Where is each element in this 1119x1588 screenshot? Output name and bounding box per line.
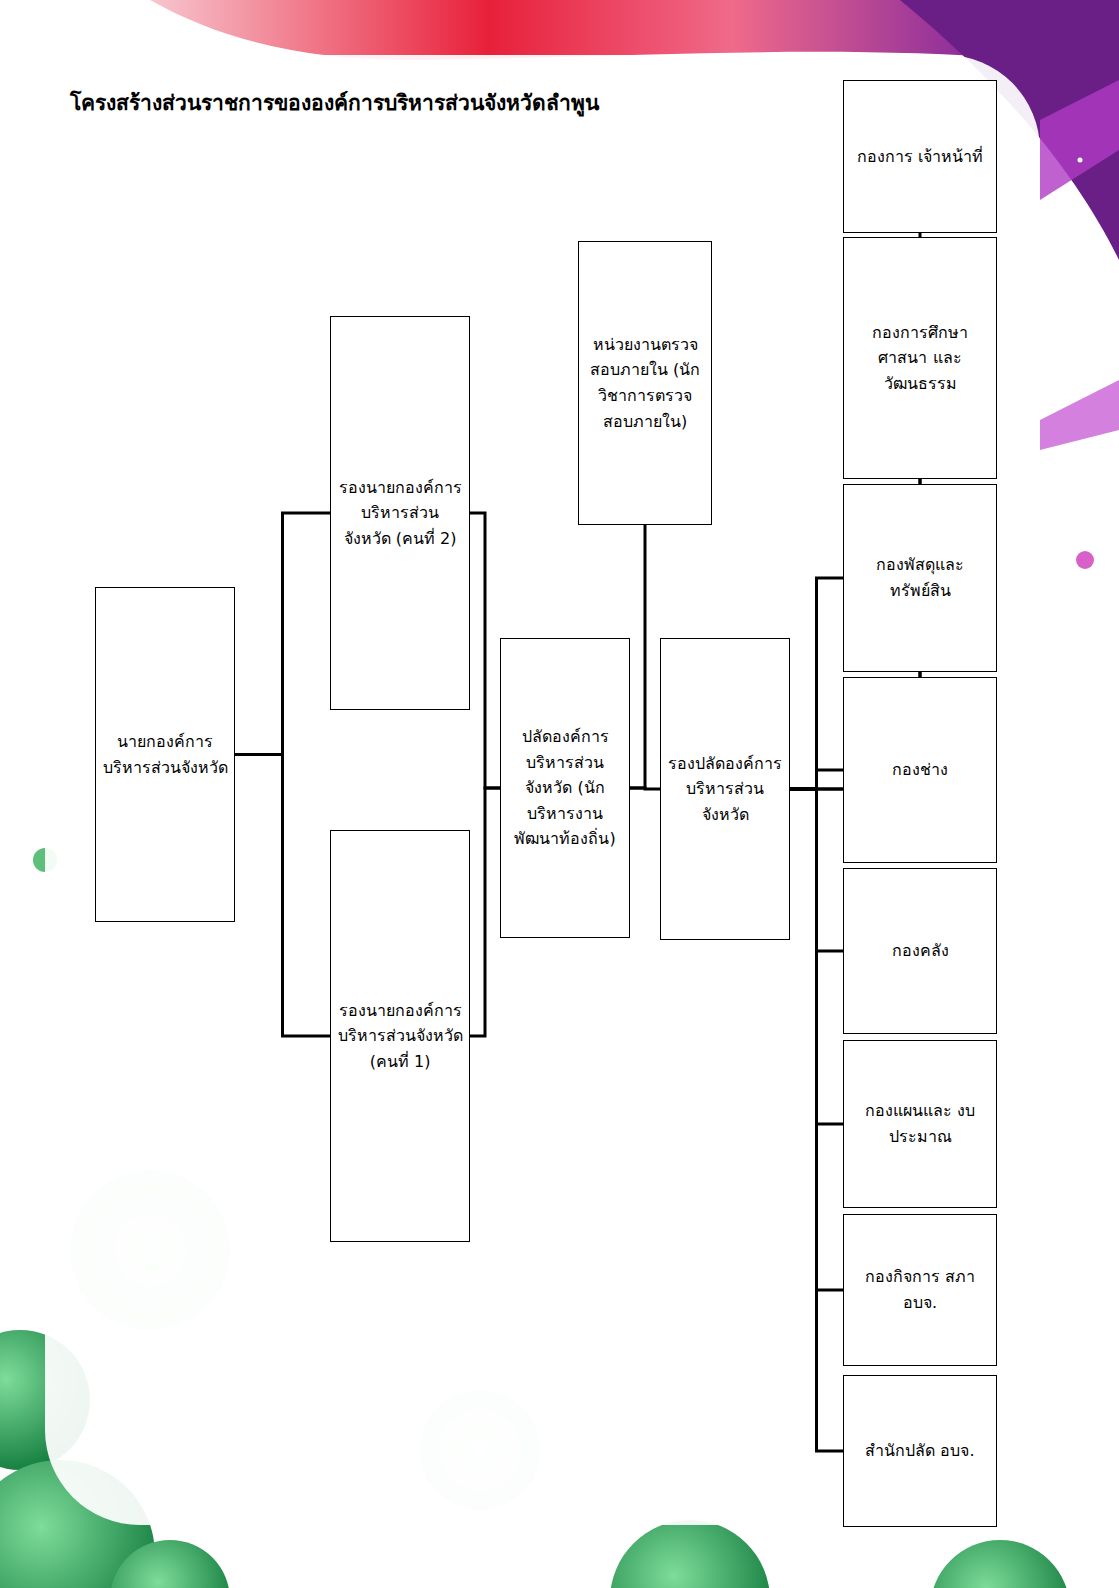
- department-box: สำนักปลัด อบจ.: [843, 1375, 997, 1527]
- position-box: ปลัดองค์การบริหารส่วนจังหวัด (นักบริหารง…: [500, 638, 630, 938]
- position-box: รองนายกองค์การบริหารส่วนจังหวัด (คนที่ 1…: [330, 830, 470, 1242]
- position-box: นายกองค์การบริหารส่วนจังหวัด: [95, 587, 235, 922]
- position-box: รองปลัดองค์การบริหารส่วน จังหวัด: [660, 638, 790, 940]
- org-connector: [630, 788, 660, 789]
- box-label: กองการ เจ้าหน้าที่: [857, 144, 983, 170]
- box-label: สำนักปลัด อบจ.: [865, 1438, 974, 1464]
- department-box: กองการ เจ้าหน้าที่: [843, 80, 997, 233]
- box-label: นายกองค์การบริหารส่วนจังหวัด: [102, 729, 228, 780]
- box-label: หน่วยงานตรวจสอบภายใน (นักวิชาการตรวจสอบภ…: [585, 332, 705, 434]
- position-box: หน่วยงานตรวจสอบภายใน (นักวิชาการตรวจสอบภ…: [578, 241, 712, 525]
- box-label: กองแผนและ งบประมาณ: [850, 1098, 990, 1149]
- org-connector: [790, 770, 843, 789]
- box-label: กองกิจการ สภา อบจ.: [850, 1264, 990, 1315]
- box-label: กองคลัง: [892, 938, 949, 964]
- box-label: รองนายกองค์การบริหารส่วน จังหวัด (คนที่ …: [337, 475, 463, 552]
- department-box: กองพัสดุและ ทรัพย์สิน: [843, 484, 997, 672]
- department-box: กองกิจการ สภา อบจ.: [843, 1214, 997, 1366]
- org-connector: [790, 789, 843, 1451]
- position-box: รองนายกองค์การบริหารส่วน จังหวัด (คนที่ …: [330, 316, 470, 710]
- org-connector: [470, 788, 500, 1036]
- org-connector: [630, 525, 645, 788]
- org-connector: [235, 513, 330, 755]
- department-box: กองการศึกษาศาสนา และวัฒนธรรม: [843, 237, 997, 479]
- box-label: รองนายกองค์การบริหารส่วนจังหวัด (คนที่ 1…: [337, 998, 463, 1075]
- org-connector: [470, 513, 500, 788]
- department-box: กองคลัง: [843, 868, 997, 1034]
- org-connector: [235, 755, 330, 1037]
- org-connector: [790, 578, 843, 789]
- department-box: กองช่าง: [843, 677, 997, 863]
- box-label: กองช่าง: [892, 757, 948, 783]
- box-label: กองพัสดุและ ทรัพย์สิน: [850, 552, 990, 603]
- department-box: กองแผนและ งบประมาณ: [843, 1040, 997, 1208]
- box-label: กองการศึกษาศาสนา และวัฒนธรรม: [850, 320, 990, 397]
- box-label: ปลัดองค์การบริหารส่วนจังหวัด (นักบริหารง…: [507, 724, 623, 852]
- diagram-title: โครงสร้างส่วนราชการขององค์การบริหารส่วนจ…: [70, 88, 790, 120]
- box-label: รองปลัดองค์การบริหารส่วน จังหวัด: [667, 751, 783, 828]
